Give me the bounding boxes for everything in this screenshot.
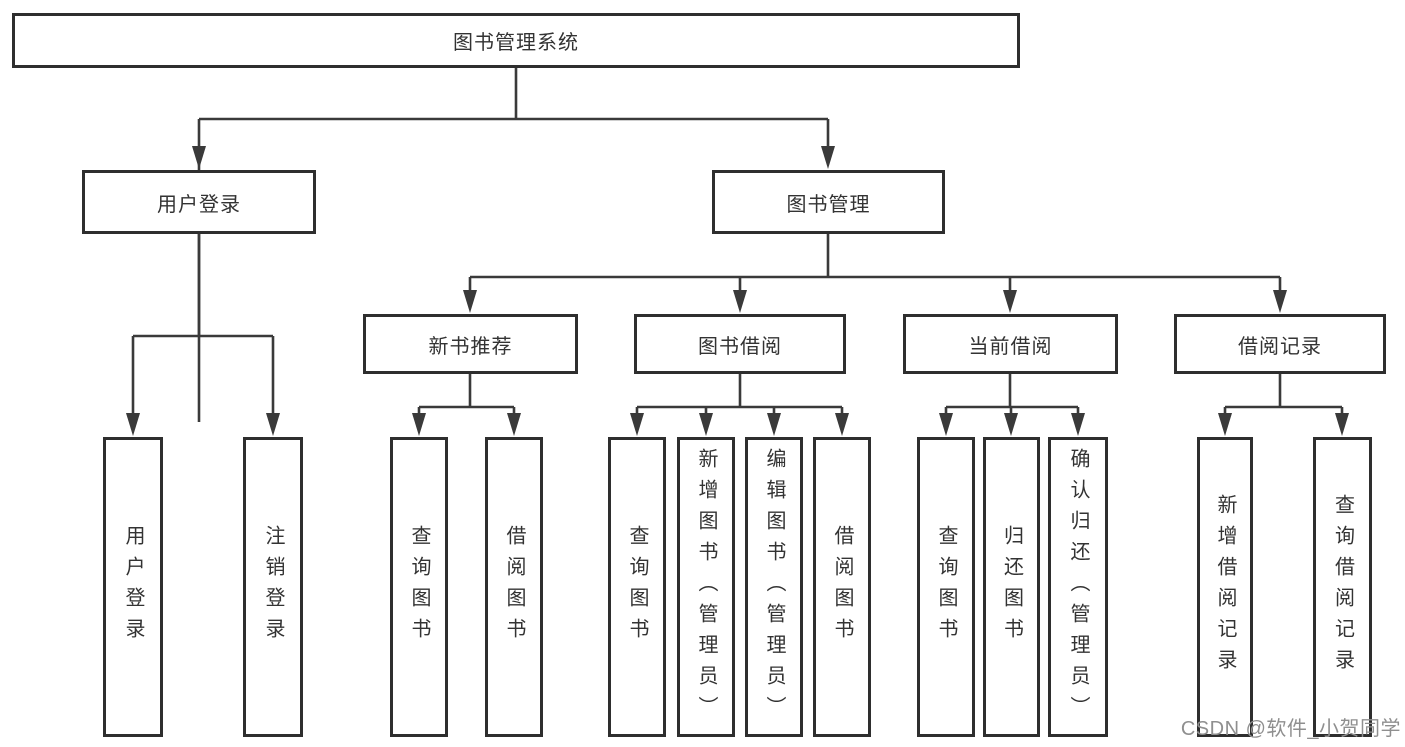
leaf-borrow-books-recommend: 借阅图书 bbox=[485, 437, 543, 737]
arrow-down-icon bbox=[1071, 413, 1085, 436]
leaf-query-borrow-record: 查询借阅记录 bbox=[1313, 437, 1372, 737]
leaf-logout: 注销登录 bbox=[243, 437, 303, 737]
leaf-add-borrow-record: 新增借阅记录 bbox=[1197, 437, 1253, 737]
arrow-down-icon bbox=[266, 413, 280, 436]
node-label: 借阅记录 bbox=[1238, 335, 1322, 358]
node-label: 编辑图书（管理员） bbox=[763, 447, 785, 727]
node-label: 查询图书 bbox=[408, 525, 430, 649]
arrow-down-icon bbox=[412, 413, 426, 436]
leaf-borrow-books: 借阅图书 bbox=[813, 437, 871, 737]
arrow-down-icon bbox=[733, 290, 747, 313]
arrowheads bbox=[126, 146, 1349, 436]
node-root-system: 图书管理系统 bbox=[12, 13, 1020, 68]
node-label: 借阅图书 bbox=[503, 525, 525, 649]
node-label: 新增借阅记录 bbox=[1214, 494, 1236, 680]
arrow-down-icon bbox=[1273, 290, 1287, 313]
connector-newbookrec-to-leaves bbox=[417, 374, 516, 420]
leaf-query-books-current: 查询图书 bbox=[917, 437, 975, 737]
node-label: 当前借阅 bbox=[968, 335, 1053, 358]
node-label: 查询图书 bbox=[626, 525, 648, 649]
leaf-edit-books-admin: 编辑图书（管理员） bbox=[745, 437, 803, 737]
csdn-watermark: CSDN @软件_小贺同学 bbox=[1180, 718, 1401, 740]
node-label: 注销登录 bbox=[262, 525, 284, 649]
arrow-down-icon bbox=[630, 413, 644, 436]
leaf-query-books-recommend: 查询图书 bbox=[390, 437, 448, 737]
arrow-down-icon bbox=[699, 413, 713, 436]
node-label: 用户登录 bbox=[157, 193, 241, 216]
arrow-down-icon bbox=[1004, 413, 1018, 436]
leaf-confirm-return-admin: 确认归还（管理员） bbox=[1048, 437, 1108, 737]
arrow-down-icon bbox=[126, 413, 140, 436]
leaf-add-books-admin: 新增图书（管理员） bbox=[677, 437, 735, 737]
node-user-login: 用户登录 bbox=[82, 170, 316, 234]
leaf-user-login: 用户登录 bbox=[103, 437, 163, 737]
node-label: 归还图书 bbox=[1000, 525, 1023, 649]
connector-borrowrecords-to-leaves bbox=[1223, 374, 1344, 420]
arrow-down-icon bbox=[835, 413, 849, 436]
arrow-down-icon bbox=[192, 146, 206, 169]
node-label: 用户登录 bbox=[122, 525, 144, 649]
node-book-borrow: 图书借阅 bbox=[634, 314, 846, 374]
arrow-down-icon bbox=[1335, 413, 1349, 436]
arrow-down-icon bbox=[1003, 290, 1017, 313]
arrow-down-icon bbox=[1218, 413, 1232, 436]
connector-root-to-level2 bbox=[197, 68, 830, 422]
node-label: 借阅图书 bbox=[831, 525, 853, 649]
node-label: 查询图书 bbox=[935, 525, 957, 649]
node-new-book-recommend: 新书推荐 bbox=[363, 314, 578, 374]
leaf-query-books-borrow: 查询图书 bbox=[608, 437, 666, 737]
node-book-management: 图书管理 bbox=[712, 170, 945, 234]
leaf-return-books: 归还图书 bbox=[983, 437, 1040, 737]
connector-userlogin-to-leaves bbox=[131, 234, 275, 420]
arrow-down-icon bbox=[463, 290, 477, 313]
node-label: 确认归还（管理员） bbox=[1067, 447, 1089, 727]
node-label: 查询借阅记录 bbox=[1331, 494, 1354, 680]
connector-bookmgmt-to-level3 bbox=[468, 234, 1282, 298]
node-current-borrow: 当前借阅 bbox=[903, 314, 1118, 374]
arrow-down-icon bbox=[939, 413, 953, 436]
node-label: 新增图书（管理员） bbox=[695, 447, 717, 727]
node-borrow-records: 借阅记录 bbox=[1174, 314, 1386, 374]
node-label: 图书借阅 bbox=[698, 335, 782, 358]
connector-bookborrow-to-leaves bbox=[635, 374, 844, 420]
arrow-down-icon bbox=[821, 146, 835, 169]
node-label: 图书管理系统 bbox=[453, 32, 579, 54]
arrow-down-icon bbox=[507, 413, 521, 436]
node-label: 图书管理 bbox=[786, 193, 871, 216]
node-label: 新书推荐 bbox=[428, 335, 513, 358]
arrow-down-icon bbox=[767, 413, 781, 436]
